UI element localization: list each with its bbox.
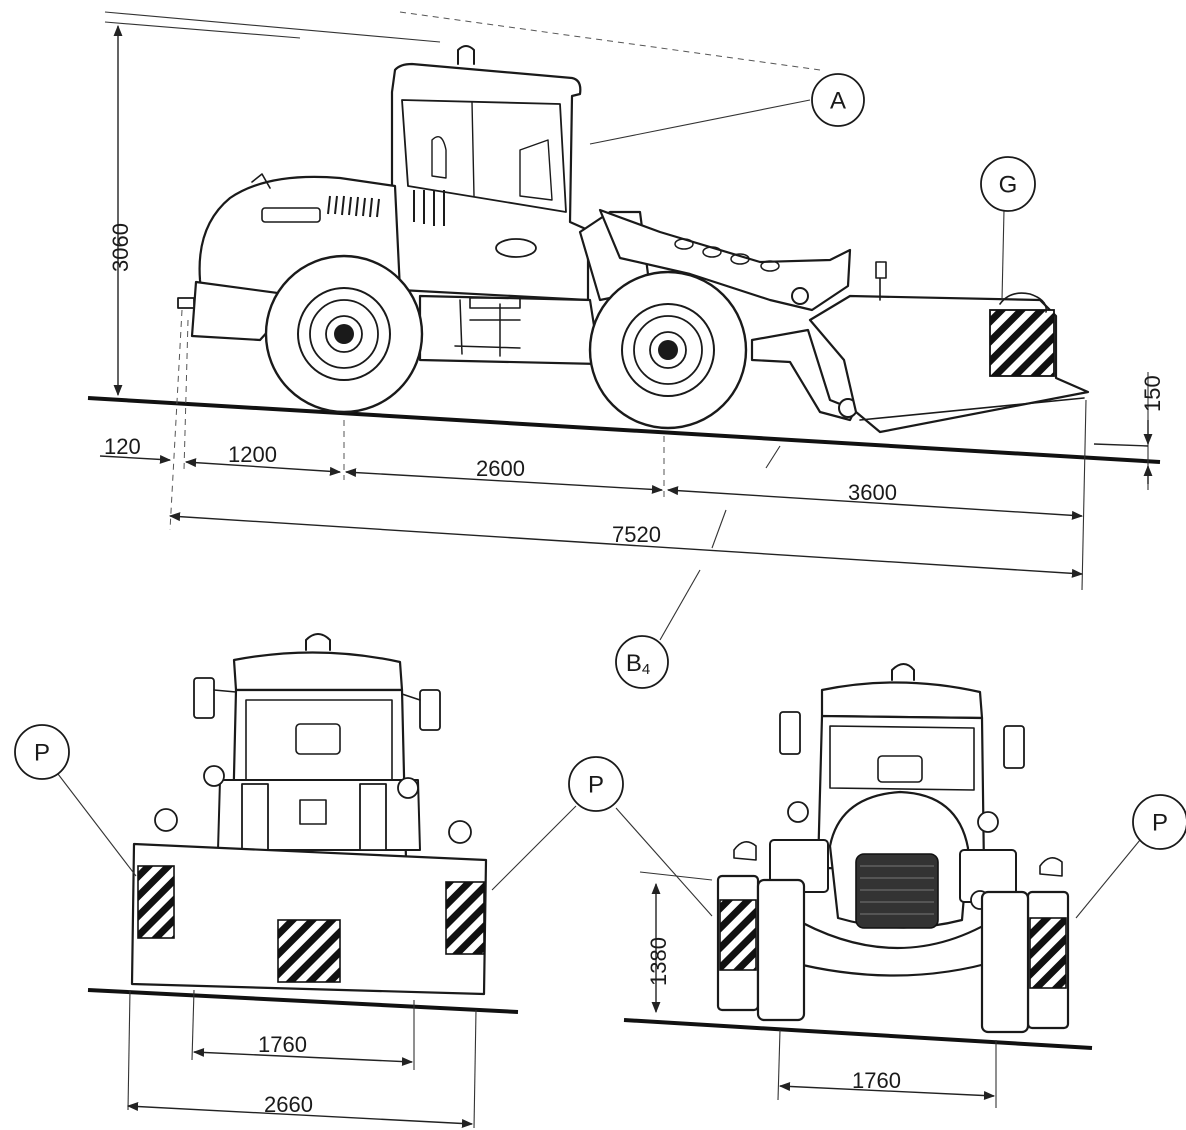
rear-warning-plate-right xyxy=(445,881,485,955)
blade-clearance-label: 150 xyxy=(1140,375,1165,412)
rear-view: 1760 2660 P P xyxy=(14,633,624,1129)
length-dimensions: 120 1200 2600 3600 7520 xyxy=(99,434,1084,578)
loader-side-body xyxy=(177,45,1090,434)
side-warning-plate xyxy=(989,309,1055,377)
svg-text:G: G xyxy=(999,172,1018,199)
rear-overhang-label: 120 xyxy=(104,434,141,459)
callout-p-front-right: P xyxy=(1075,794,1186,919)
height-dimension-label: 3060 xyxy=(108,223,133,272)
height-dimension: 3060 xyxy=(104,21,301,397)
callout-p-front-left xyxy=(615,807,713,917)
svg-text:B4: B4 xyxy=(626,650,650,678)
front-overhang-label: 3600 xyxy=(848,480,897,505)
rear-to-axle-label: 1200 xyxy=(228,442,277,467)
total-length-label: 7520 xyxy=(612,522,661,547)
callout-p-rear-right: P xyxy=(491,756,624,891)
radiator-grille xyxy=(855,853,939,929)
front-warning-plate-left xyxy=(719,899,757,971)
svg-text:P: P xyxy=(588,772,604,799)
side-view: 3060 xyxy=(87,11,1165,689)
front-track-label: 1760 xyxy=(852,1068,901,1093)
front-view: 1380 1760 P xyxy=(615,663,1186,1108)
rear-warning-plate-left xyxy=(137,865,175,939)
callout-a: A xyxy=(589,73,865,145)
callout-b4: B4 xyxy=(615,635,669,689)
callout-g: G xyxy=(980,156,1036,301)
svg-text:P: P xyxy=(34,740,50,767)
rear-wheel xyxy=(264,254,424,414)
rear-width-label: 2660 xyxy=(264,1092,313,1117)
svg-text:P: P xyxy=(1152,810,1168,837)
front-warning-plate-right xyxy=(1029,917,1067,989)
rear-ground-line xyxy=(87,988,519,1014)
front-wheel xyxy=(588,270,748,430)
front-mount-height-label: 1380 xyxy=(646,937,671,986)
side-ground-line xyxy=(87,396,1161,464)
front-ground-line xyxy=(623,1018,1093,1050)
rear-warning-plate-center xyxy=(277,919,341,983)
wheelbase-label: 2600 xyxy=(476,456,525,481)
callout-p-rear-left: P xyxy=(14,724,137,877)
svg-text:A: A xyxy=(830,88,846,115)
rear-track-label: 1760 xyxy=(258,1032,307,1057)
blade-clearance-dimension: 150 xyxy=(1093,375,1165,484)
